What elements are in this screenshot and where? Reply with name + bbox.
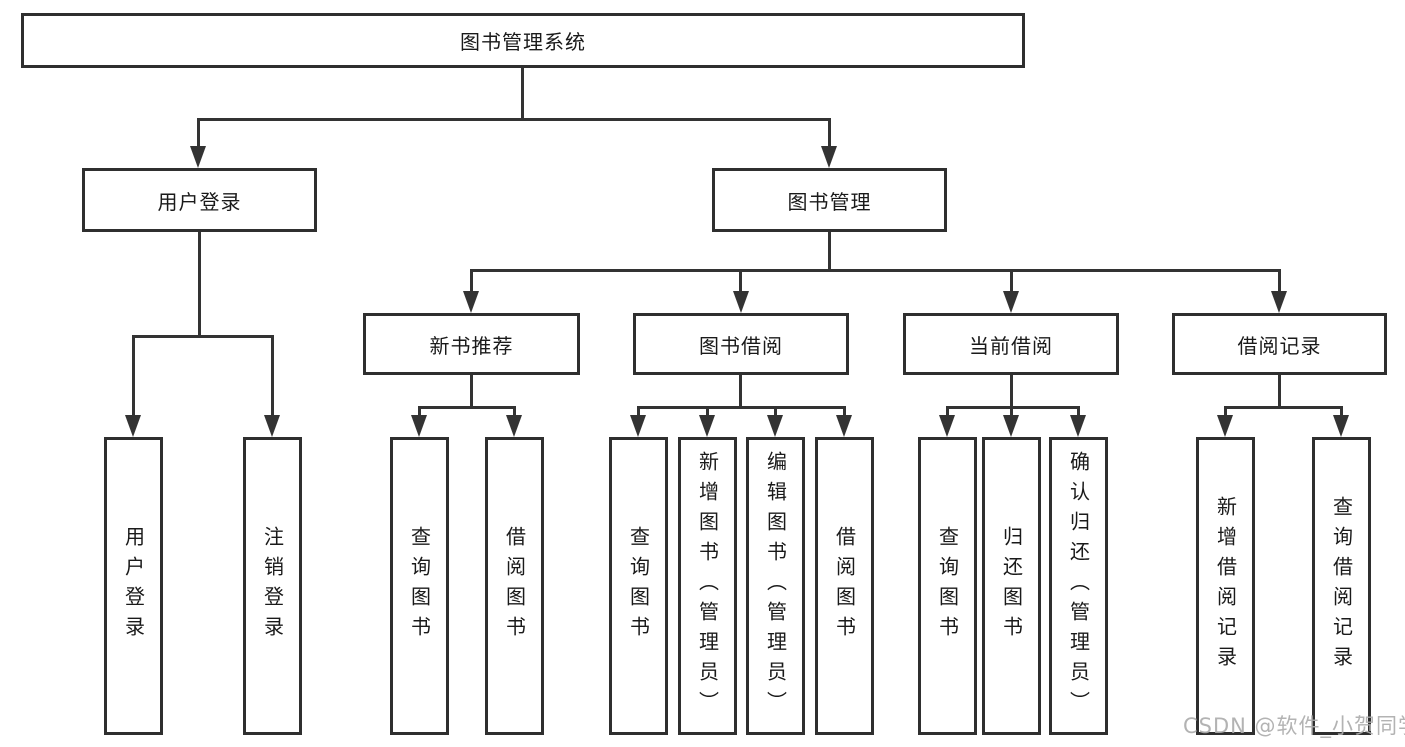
connector-line (1278, 375, 1281, 409)
leaf-node-query-books-recommend: 查询图书 (390, 437, 449, 735)
connector-line (1010, 406, 1013, 418)
arrowhead-icon (767, 415, 783, 437)
node-borrowing-records: 借阅记录 (1172, 313, 1387, 375)
arrowhead-icon (699, 415, 715, 437)
arrowhead-icon (1070, 415, 1086, 437)
connector-line (197, 118, 200, 150)
root-node-library-management-system: 图书管理系统 (21, 13, 1025, 68)
connector-line (1077, 406, 1080, 418)
connector-line (271, 335, 274, 417)
connector-line (1010, 375, 1013, 409)
connector-line (1340, 406, 1343, 418)
leaf-node-logout: 注销登录 (243, 437, 302, 735)
arrowhead-icon (411, 415, 427, 437)
leaf-node-user-login: 用户登录 (104, 437, 163, 735)
leaf-node-borrow-books-recommend: 借阅图书 (485, 437, 544, 735)
connector-line (739, 269, 742, 295)
leaf-node-confirm-return-admin: 确认归还（管理员） (1049, 437, 1108, 735)
connector-line (1224, 406, 1343, 409)
arrowhead-icon (836, 415, 852, 437)
connector-line (946, 406, 1080, 409)
connector-line (843, 406, 846, 418)
leaf-node-add-books-admin: 新增图书（管理员） (678, 437, 737, 735)
connector-line (739, 375, 742, 409)
connector-line (198, 232, 201, 338)
leaf-node-edit-books-admin: 编辑图书（管理员） (746, 437, 805, 735)
arrowhead-icon (1217, 415, 1233, 437)
arrowhead-icon (463, 291, 479, 313)
leaf-node-add-borrow-record: 新增借阅记录 (1196, 437, 1255, 735)
leaf-node-query-books-current: 查询图书 (918, 437, 977, 735)
node-current-borrowing: 当前借阅 (903, 313, 1119, 375)
connector-line (418, 406, 421, 418)
connector-line (706, 406, 709, 418)
connector-line (470, 269, 473, 295)
arrowhead-icon (264, 415, 280, 437)
connector-line (828, 118, 831, 150)
leaf-node-borrow-books: 借阅图书 (815, 437, 874, 735)
arrowhead-icon (1333, 415, 1349, 437)
arrowhead-icon (125, 415, 141, 437)
arrowhead-icon (733, 291, 749, 313)
node-new-book-recommendation: 新书推荐 (363, 313, 580, 375)
arrowhead-icon (1003, 415, 1019, 437)
leaf-node-query-books-borrow: 查询图书 (609, 437, 668, 735)
connector-line (513, 406, 516, 418)
connector-line (132, 335, 135, 417)
connector-line (946, 406, 949, 418)
arrowhead-icon (821, 146, 837, 168)
connector-line (637, 406, 640, 418)
arrowhead-icon (939, 415, 955, 437)
connector-line (828, 232, 831, 272)
connector-line (1010, 269, 1013, 295)
arrowhead-icon (1003, 291, 1019, 313)
arrowhead-icon (630, 415, 646, 437)
connector-line (132, 335, 274, 338)
connector-line (470, 375, 473, 409)
csdn-watermark: CSDN @软件_小贺同学 (1183, 714, 1405, 738)
connector-line (470, 269, 1281, 272)
connector-line (1278, 269, 1281, 295)
connector-line (418, 406, 516, 409)
connector-line (1224, 406, 1227, 418)
branch-node-book-management: 图书管理 (712, 168, 947, 232)
connector-line (197, 118, 831, 121)
node-book-borrowing: 图书借阅 (633, 313, 849, 375)
connector-line (774, 406, 777, 418)
arrowhead-icon (506, 415, 522, 437)
leaf-node-query-borrow-record: 查询借阅记录 (1312, 437, 1371, 735)
connector-line (637, 406, 846, 409)
leaf-node-return-books: 归还图书 (982, 437, 1041, 735)
arrowhead-icon (190, 146, 206, 168)
arrowhead-icon (1271, 291, 1287, 313)
connector-line (521, 68, 524, 120)
branch-node-user-login: 用户登录 (82, 168, 317, 232)
